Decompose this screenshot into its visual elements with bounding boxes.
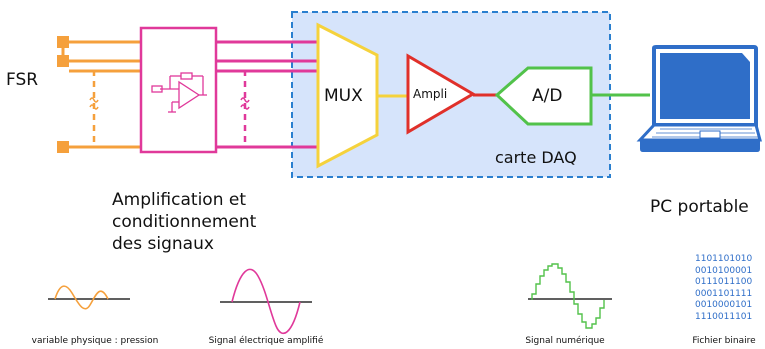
sensor-lines bbox=[61, 40, 141, 149]
digital-caption: Signal numérique bbox=[525, 336, 605, 346]
signal-break-mark-2 bbox=[240, 104, 250, 110]
sensor-square-2 bbox=[57, 55, 69, 67]
digital-waveform bbox=[528, 263, 612, 329]
conditioned-signal-lines bbox=[216, 40, 318, 149]
signal-break-mark-1 bbox=[240, 97, 250, 103]
pc-label: PC portable bbox=[650, 197, 749, 217]
electrical-waveform bbox=[220, 268, 312, 335]
pressure-caption: variable physique : pression bbox=[31, 336, 159, 346]
ampli-label: Ampli bbox=[413, 87, 448, 101]
conditioning-label: Amplification et conditionnement des sig… bbox=[112, 190, 257, 254]
mux-block bbox=[316, 22, 379, 169]
sensor-break-mark-2 bbox=[89, 104, 99, 110]
opamp-icon bbox=[151, 72, 207, 113]
binary-line: 0001101111 bbox=[695, 288, 753, 299]
sensor-square-3 bbox=[57, 141, 69, 153]
binary-line: 0111011100 bbox=[695, 277, 753, 287]
ampli-block bbox=[406, 53, 476, 135]
pressure-waveform bbox=[48, 285, 130, 310]
sensor-break-mark-1 bbox=[89, 97, 99, 103]
mux-label: MUX bbox=[324, 86, 363, 106]
sensor-square-1 bbox=[57, 36, 69, 48]
daq-card-label: carte DAQ bbox=[495, 148, 577, 167]
binary-caption: Fichier binaire bbox=[692, 336, 756, 346]
binary-line: 1101101010 bbox=[695, 254, 753, 264]
fsr-label: FSR bbox=[6, 70, 39, 90]
binary-line: 1110011101 bbox=[695, 311, 753, 322]
binary-line: 0010100001 bbox=[695, 265, 753, 276]
binary-line: 0010000101 bbox=[695, 300, 753, 310]
laptop-icon bbox=[636, 45, 762, 152]
ad-label: A/D bbox=[532, 86, 563, 106]
electrical-caption: Signal électrique amplifié bbox=[208, 336, 324, 346]
